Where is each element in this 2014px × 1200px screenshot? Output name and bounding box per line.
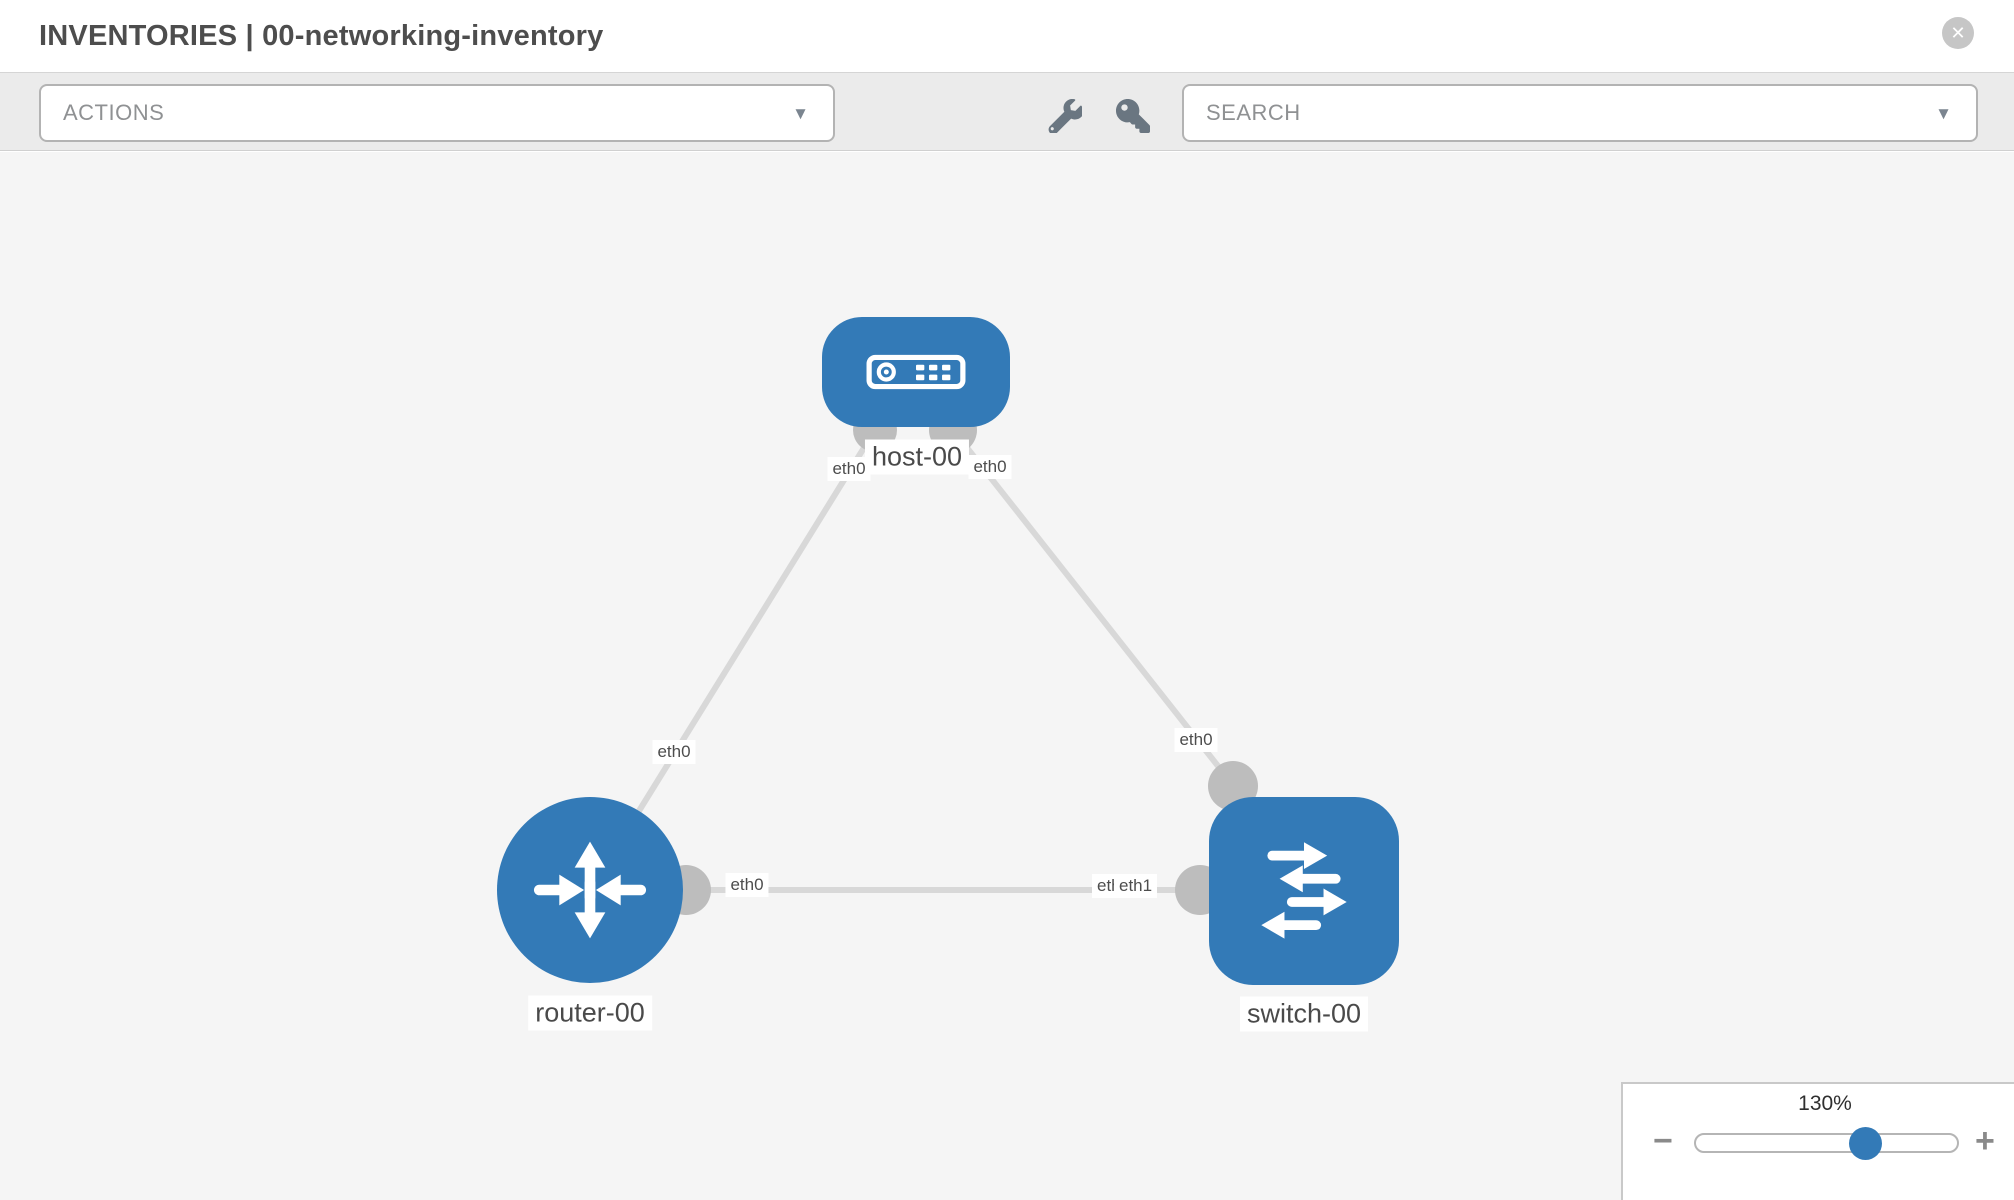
host-icon: [866, 354, 966, 390]
switch-icon: [1261, 842, 1347, 939]
actions-dropdown-label: ACTIONS: [63, 100, 165, 125]
zoom-control-panel: 130% − +: [1621, 1082, 2014, 1200]
zoom-slider-track[interactable]: [1694, 1133, 1959, 1153]
node-label-switch: switch-00: [1239, 996, 1369, 1032]
zoom-slider-thumb[interactable]: [1849, 1127, 1882, 1160]
router-icon: [533, 841, 647, 939]
interface-label: eth1: [1114, 874, 1158, 898]
page-title: INVENTORIES | 00-networking-inventory: [39, 19, 604, 52]
chevron-down-icon: ▼: [1935, 104, 1952, 123]
close-icon: ✕: [1950, 23, 1966, 43]
zoom-out-button[interactable]: −: [1653, 1122, 1673, 1160]
actions-dropdown[interactable]: ACTIONS ▼: [39, 84, 835, 142]
header: INVENTORIES | 00-networking-inventory ✕: [0, 0, 2014, 72]
node-host-00[interactable]: [822, 317, 1010, 427]
interface-label: eth0: [968, 455, 1012, 479]
interface-label: eth0: [652, 740, 696, 764]
chevron-down-icon: ▼: [792, 104, 809, 123]
topology-canvas[interactable]: host-00 router-00 switch-00 eth0 eth0 et…: [0, 152, 2014, 1200]
toolbar: ACTIONS ▼ SEARCH ▼: [0, 72, 2014, 151]
zoom-level: 130%: [1798, 1092, 1852, 1115]
node-label-host: host-00: [864, 439, 970, 475]
wrench-icon: [1048, 98, 1084, 135]
interface-label: eth0: [827, 457, 871, 481]
search-dropdown[interactable]: SEARCH ▼: [1182, 84, 1978, 142]
interface-label: eth0: [725, 873, 769, 897]
key-icon: [1116, 99, 1150, 133]
links-layer: [587, 406, 1300, 915]
close-button[interactable]: ✕: [1942, 17, 1974, 49]
node-label-router: router-00: [528, 995, 652, 1031]
key-button[interactable]: [1116, 99, 1150, 133]
node-switch-00[interactable]: [1209, 797, 1399, 985]
zoom-in-button[interactable]: +: [1975, 1122, 1995, 1160]
search-dropdown-label: SEARCH: [1206, 100, 1301, 125]
wrench-button[interactable]: [1048, 98, 1084, 135]
link-host-switch[interactable]: [950, 428, 1273, 834]
interface-label: eth0: [1174, 728, 1218, 752]
node-router-00[interactable]: [497, 797, 683, 983]
